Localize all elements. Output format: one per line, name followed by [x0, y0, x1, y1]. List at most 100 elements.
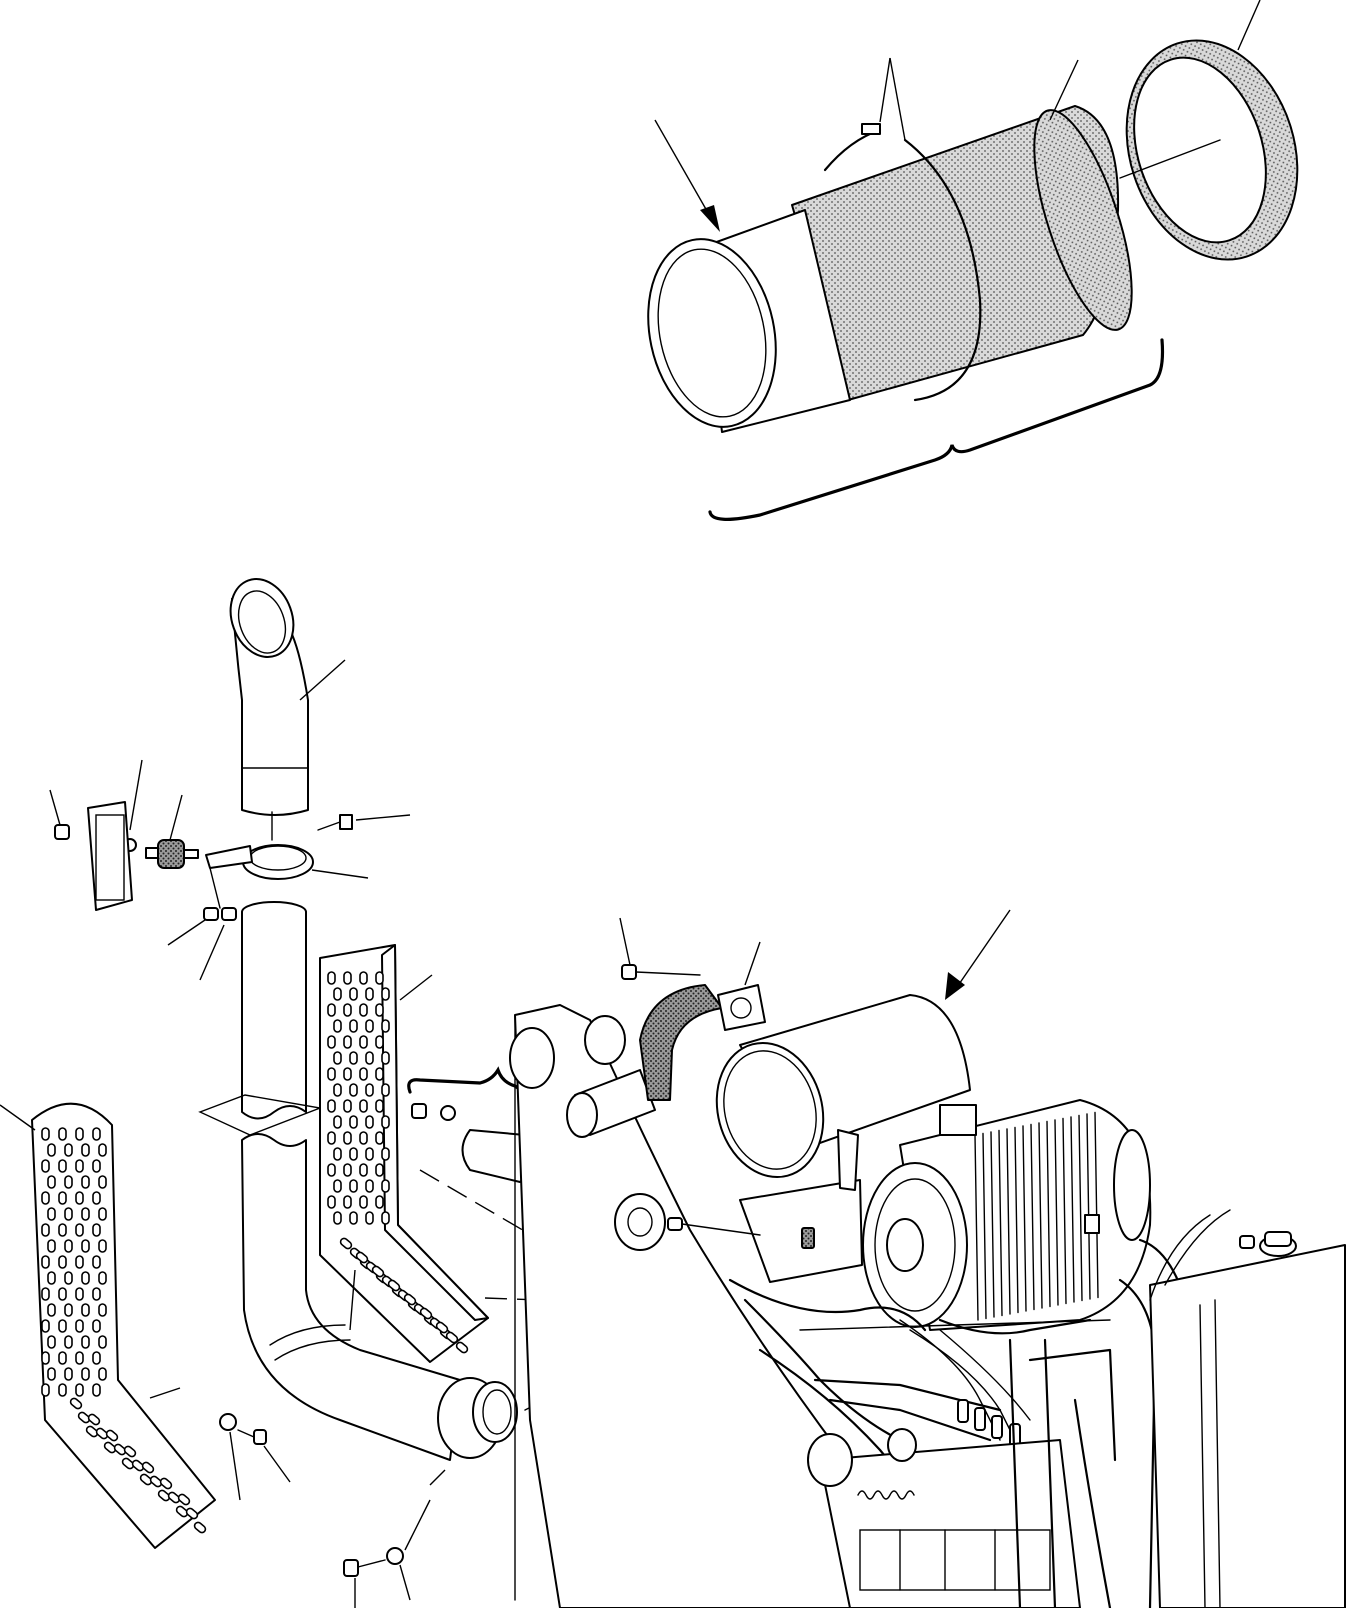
washer — [219, 1413, 237, 1431]
perforation-slot — [375, 1195, 384, 1209]
perforation-slot — [75, 1383, 84, 1397]
perforation-slot — [387, 1279, 401, 1292]
perforation-slot — [375, 1035, 384, 1049]
perforation-slot — [81, 1143, 90, 1157]
perforation-slot — [381, 1115, 390, 1129]
perforation-slot — [359, 1003, 368, 1017]
perforation-slot — [75, 1351, 84, 1365]
leader-line — [1237, 0, 1261, 51]
injector-connector — [991, 1415, 1003, 1439]
leader-line — [169, 794, 183, 841]
perforation-slot — [81, 1239, 90, 1253]
canister-rib — [1094, 1111, 1099, 1299]
perforation-slot — [58, 1191, 67, 1205]
perforation-slot — [365, 987, 374, 1001]
perforation-slot — [64, 1367, 73, 1381]
perforation-slot — [359, 1035, 368, 1049]
leader-line — [879, 57, 891, 123]
perforation-slot — [64, 1207, 73, 1221]
perforation-slot — [343, 1195, 352, 1209]
perforation-slot — [333, 1115, 342, 1129]
perforation-slot — [381, 1179, 390, 1193]
canister-outlet — [886, 1218, 924, 1272]
perforation-slot — [445, 1331, 459, 1344]
perforation-slot — [365, 1051, 374, 1065]
perforation-slot — [159, 1477, 173, 1490]
perforation-slot — [47, 1367, 56, 1381]
perforation-slot — [327, 1067, 336, 1081]
perforation-slot — [81, 1271, 90, 1285]
perforation-slot — [58, 1319, 67, 1333]
canister-ribs — [974, 1111, 1099, 1321]
nut — [54, 824, 70, 840]
bolt-head — [667, 1217, 683, 1231]
perforation-slot — [41, 1127, 50, 1141]
perforation-slot — [64, 1271, 73, 1285]
perforation-slot — [47, 1239, 56, 1253]
assembly-path — [419, 1169, 681, 1323]
heat-shield-lower-perforations — [41, 1127, 207, 1534]
perforation-slot — [98, 1175, 107, 1189]
bolt — [801, 1227, 815, 1249]
washer — [386, 1547, 404, 1565]
heat-shield-upper — [319, 944, 489, 1363]
perforation-slot — [343, 971, 352, 985]
nut — [203, 907, 219, 921]
perforation-slot — [98, 1143, 107, 1157]
perforation-slot — [95, 1427, 109, 1440]
perforation-slot — [85, 1425, 99, 1438]
perforation-slot — [327, 971, 336, 985]
perforation-slot — [92, 1287, 101, 1301]
bolt-shank — [681, 1223, 761, 1236]
washer — [440, 1105, 456, 1121]
perforation-slot — [105, 1429, 119, 1442]
perforation-slot — [349, 1115, 358, 1129]
perforation-slot — [41, 1223, 50, 1237]
perforation-slot — [81, 1207, 90, 1221]
perforation-slot — [403, 1293, 417, 1306]
perforation-slot — [92, 1223, 101, 1237]
radiator-cap-neck — [1264, 1231, 1292, 1247]
engine-support-arm — [1043, 1338, 1057, 1608]
perforation-slot — [41, 1319, 50, 1333]
tailpipe-outlet — [229, 578, 295, 658]
canister-rib — [1038, 1122, 1043, 1309]
perforation-slot — [47, 1303, 56, 1317]
engine-hose — [813, 1378, 1002, 1412]
perforation-slot — [365, 1083, 374, 1097]
perforation-slot — [349, 1211, 358, 1225]
perforation-slot — [359, 1195, 368, 1209]
perforation-slot — [92, 1191, 101, 1205]
perforation-slot — [98, 1335, 107, 1349]
leader-line — [311, 869, 369, 879]
perforation-slot — [349, 1147, 358, 1161]
perforation-slot — [41, 1351, 50, 1365]
inlet-pipe-end — [566, 1092, 598, 1138]
perforation-slot — [81, 1303, 90, 1317]
perforation-slot — [193, 1521, 207, 1534]
canister-rib — [1014, 1126, 1019, 1314]
leader-line — [349, 1269, 356, 1331]
band-clamp-rear — [823, 128, 882, 172]
canister-rib — [982, 1132, 987, 1320]
perforation-slot — [75, 1223, 84, 1237]
injector-connector — [957, 1399, 969, 1423]
perforation-slot — [349, 987, 358, 1001]
perforation-slot — [177, 1493, 191, 1506]
wiring-harness — [909, 1329, 1021, 1451]
pipe-outlet-inner — [482, 1389, 512, 1435]
leader-line — [129, 759, 143, 831]
perforation-slot — [339, 1237, 353, 1250]
manifold-port — [584, 1015, 626, 1065]
perforation-slot — [371, 1265, 385, 1278]
perforation-slot — [365, 1019, 374, 1033]
perforation-slot — [343, 1131, 352, 1145]
leader-line — [149, 1387, 181, 1399]
canister-rib — [1070, 1116, 1075, 1303]
manifold-port — [509, 1027, 555, 1089]
perforation-slot — [81, 1175, 90, 1189]
perforation-slot — [327, 1195, 336, 1209]
perforation-slot — [375, 1003, 384, 1017]
perforation-slot — [92, 1383, 101, 1397]
perforation-slot — [359, 1163, 368, 1177]
